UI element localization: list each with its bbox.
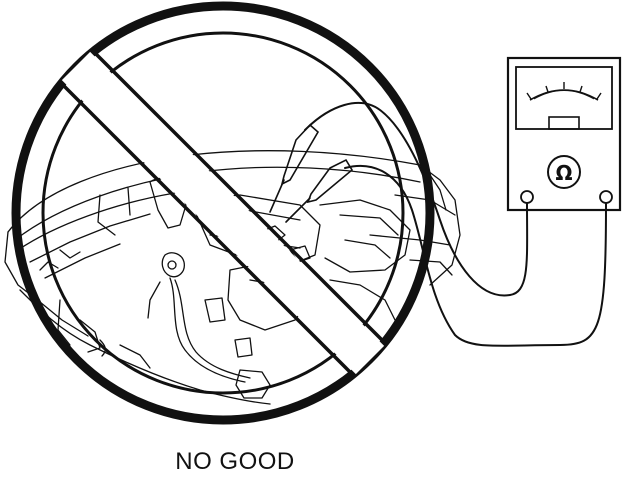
multimeter-icon: Ω <box>506 56 622 212</box>
caption-no-good: NO GOOD <box>175 448 295 475</box>
ohm-dial <box>547 155 581 189</box>
probe-left <box>280 123 320 186</box>
ohm-symbol: Ω <box>555 161 572 185</box>
probe-right <box>306 158 354 204</box>
lead-wire-right <box>344 164 607 347</box>
meter-pivot <box>548 116 580 130</box>
prohibition-sign-icon <box>11 1 435 425</box>
